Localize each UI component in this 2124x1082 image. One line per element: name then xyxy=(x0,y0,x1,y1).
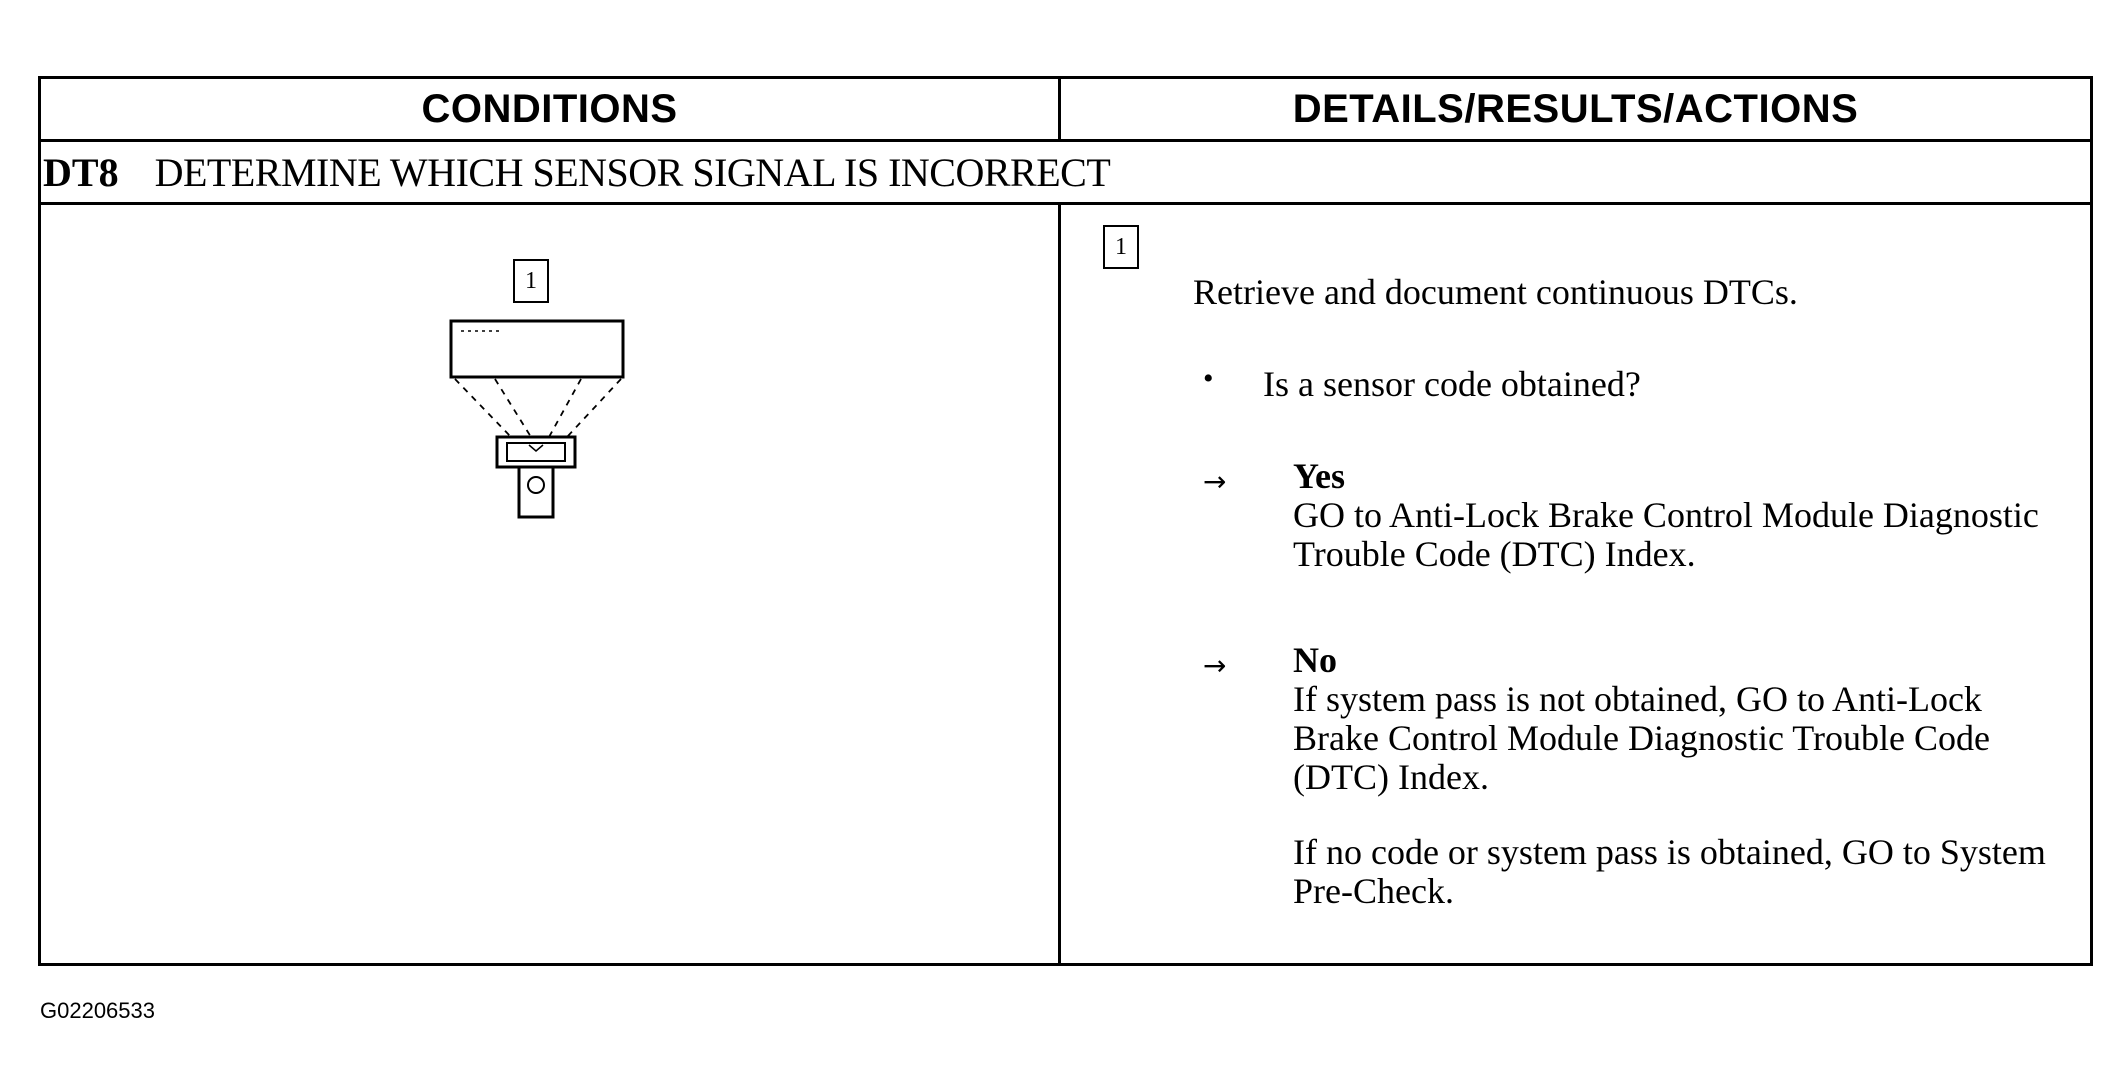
body-column-divider xyxy=(1058,205,1061,963)
diagnostic-table: CONDITIONS DETAILS/RESULTS/ACTIONS DT8 D… xyxy=(38,76,2093,966)
yes-text: GO to Anti-Lock Brake Control Module Dia… xyxy=(1293,494,2039,574)
no-label: No xyxy=(1293,640,1337,680)
step-title: DETERMINE WHICH SENSOR SIGNAL IS INCORRE… xyxy=(154,149,1111,195)
step-divider xyxy=(41,202,2090,205)
details-step-number: 1 xyxy=(1115,233,1127,260)
figure-step-box: 1 xyxy=(513,259,549,303)
no-text: If system pass is not obtained, GO to An… xyxy=(1293,678,1990,797)
instruction-text: Retrieve and document continuous DTCs. xyxy=(1193,272,1798,312)
column-divider xyxy=(1058,79,1061,139)
step-id: DT8 xyxy=(43,149,119,195)
no-text-secondary: If no code or system pass is obtained, G… xyxy=(1293,832,2046,911)
diagnostic-tool-icon xyxy=(449,319,625,519)
header-divider xyxy=(41,139,2090,142)
yes-label: Yes xyxy=(1293,456,1345,496)
details-column: Retrieve and document continuous DTCs. •… xyxy=(1071,205,2086,963)
bullet-icon: • xyxy=(1203,362,1214,395)
step-row: DT8 DETERMINE WHICH SENSOR SIGNAL IS INC… xyxy=(41,142,2090,202)
details-header: DETAILS/RESULTS/ACTIONS xyxy=(1292,86,1859,131)
figure-id: G02206533 xyxy=(40,998,155,1023)
no-option: No If system pass is not obtained, GO to… xyxy=(1293,641,2073,797)
conditions-header: CONDITIONS xyxy=(421,86,678,131)
figure-step-number: 1 xyxy=(525,267,537,294)
arrow-right-icon: → xyxy=(1203,649,1227,682)
question-text: Is a sensor code obtained? xyxy=(1263,364,1641,404)
details-step-box: 1 xyxy=(1103,225,1139,269)
arrow-right-icon: → xyxy=(1203,465,1227,498)
yes-option: Yes GO to Anti-Lock Brake Control Module… xyxy=(1293,457,2073,574)
